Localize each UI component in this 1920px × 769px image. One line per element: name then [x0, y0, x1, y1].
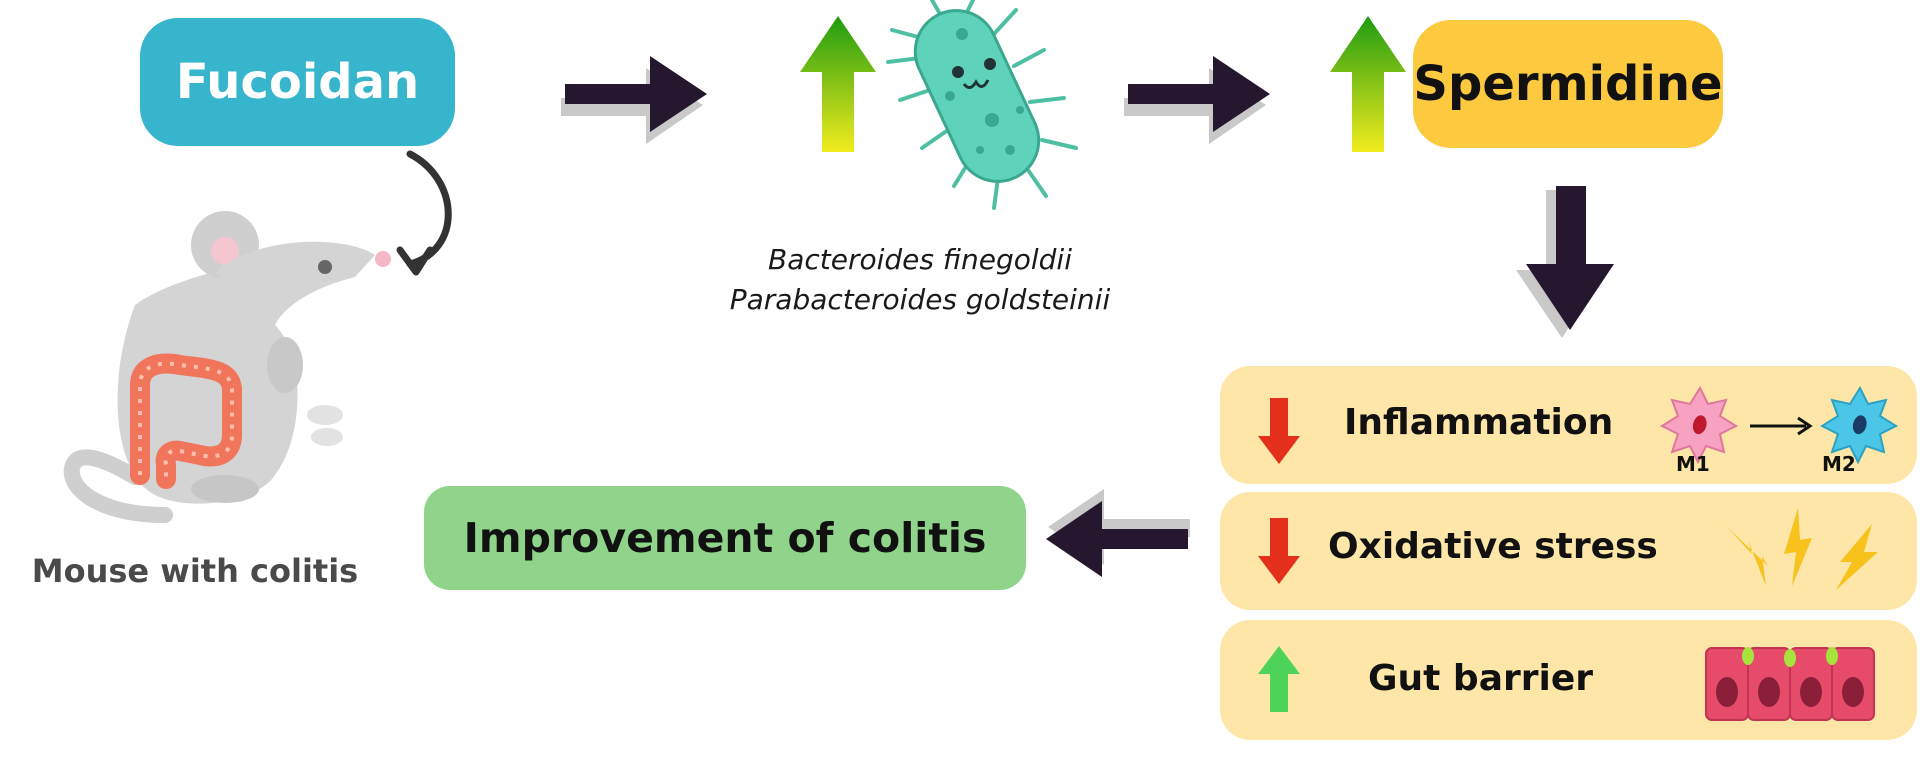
mouse-icon	[63, 211, 391, 523]
macrophage-polarization-icon	[1659, 385, 1899, 465]
spermidine-label: Spermidine	[1413, 56, 1723, 112]
improvement-label: Improvement of colitis	[463, 514, 987, 562]
effect-row-oxidative-stress: Oxidative stress	[1220, 492, 1917, 610]
macrophage-m2-label: M2	[1822, 452, 1856, 476]
mouse-label: Mouse with colitis	[31, 552, 359, 590]
epithelial-cells-icon	[1705, 647, 1875, 721]
spermidine-node: Spermidine	[1413, 20, 1723, 148]
colon-icon	[130, 353, 242, 489]
up-arrow-icon	[1258, 646, 1300, 712]
down-arrow-icon	[1258, 518, 1300, 584]
bacterium-icon	[886, 0, 1078, 210]
m1-macrophage-icon	[1659, 385, 1739, 465]
effect-label-oxidative-stress: Oxidative stress	[1328, 526, 1658, 567]
effect-label-inflammation: Inflammation	[1344, 402, 1614, 443]
effect-row-inflammation: Inflammation M1 M2	[1220, 366, 1917, 484]
bacteria-names: Bacteroides finegoldii Parabacteroides g…	[680, 240, 1160, 320]
bacteria-increase-arrow-icon	[800, 16, 876, 152]
flow-arrow-bacteria-to-spermidine	[1124, 56, 1270, 144]
bacteria-name-2: Parabacteroides goldsteinii	[729, 283, 1111, 316]
flow-arrow-effects-to-improvement	[1046, 489, 1190, 577]
macrophage-m1-label: M1	[1676, 452, 1710, 476]
effect-label-gut-barrier: Gut barrier	[1368, 658, 1593, 699]
spermidine-increase-arrow-icon	[1330, 16, 1406, 152]
fucoidan-node: Fucoidan	[140, 18, 455, 146]
m2-macrophage-icon	[1819, 385, 1899, 465]
effect-row-gut-barrier: Gut barrier	[1220, 620, 1917, 740]
down-arrow-icon	[1258, 398, 1300, 464]
curved-arrow-icon	[396, 150, 452, 276]
improvement-node: Improvement of colitis	[424, 486, 1026, 590]
lightning-icon	[1726, 508, 1878, 590]
bacteria-name-1: Bacteroides finegoldii	[768, 243, 1072, 276]
fucoidan-label: Fucoidan	[175, 54, 420, 110]
flow-arrow-spermidine-to-effects	[1516, 186, 1614, 338]
flow-arrow-fucoidan-to-bacteria	[561, 56, 707, 144]
